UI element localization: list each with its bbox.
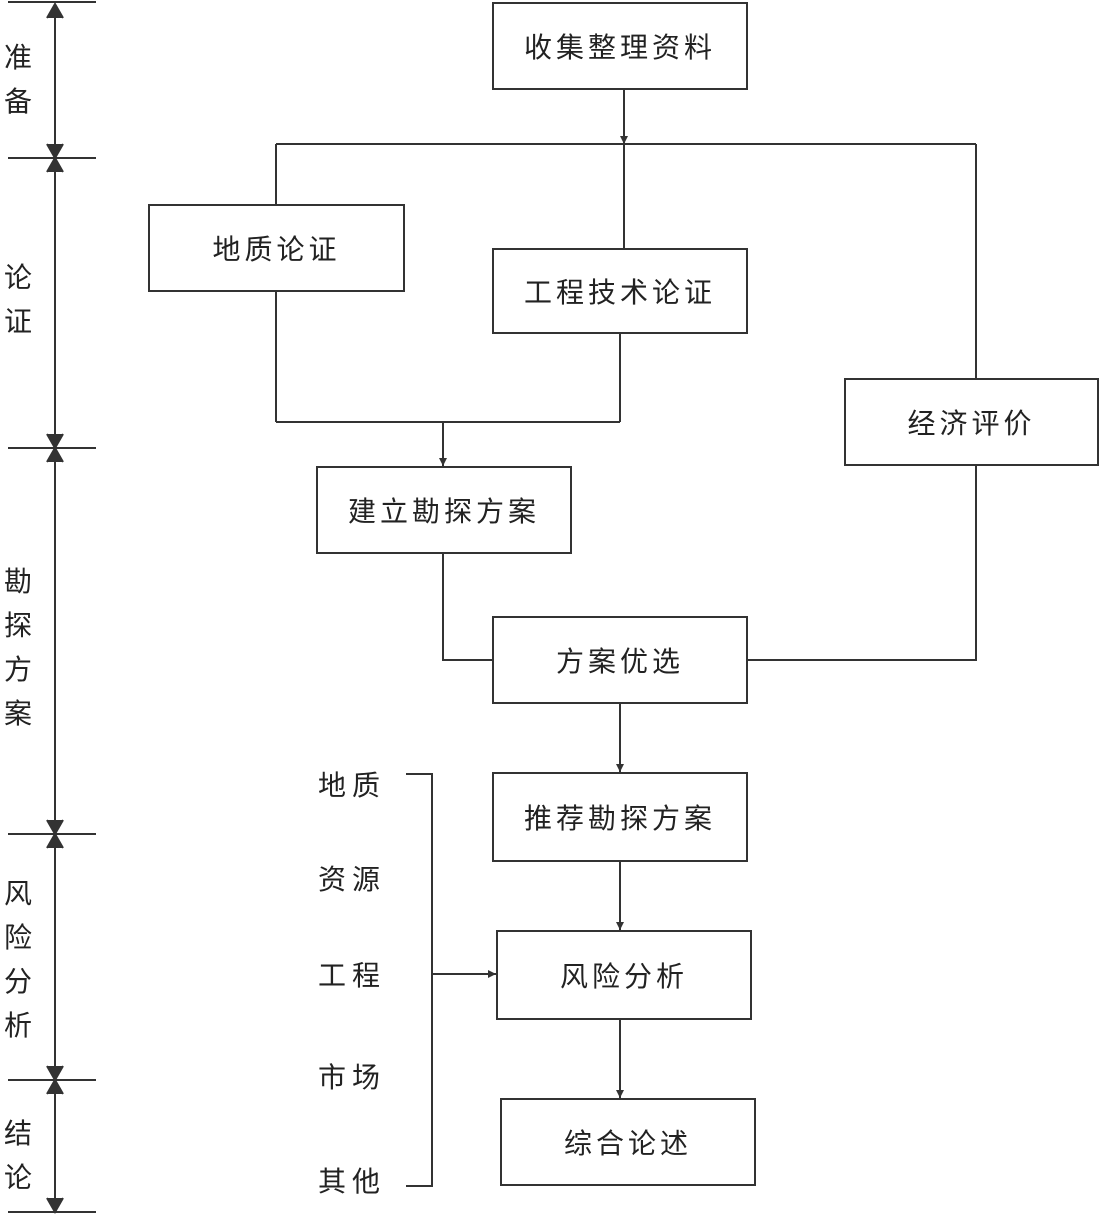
timeline-arrowhead (46, 1, 64, 19)
timeline-arrowhead (46, 1077, 64, 1095)
timeline-arrowhead (46, 445, 64, 463)
stage-label-char: 探 (3, 609, 32, 642)
box-comprehensive-summary: 综合论述 (500, 1098, 756, 1186)
stage-label-char: 险 (3, 921, 32, 954)
box-recommended-plan: 推荐勘探方案 (492, 772, 748, 862)
stage-label-char: 勘 (3, 565, 32, 598)
box-build-exploration-plan: 建立勘探方案 (316, 466, 572, 554)
box-engineering-proof: 工程技术论证 (492, 248, 748, 334)
risk-factor-geology: 地质 (318, 769, 387, 802)
risk-factor-other: 其他 (318, 1165, 387, 1198)
stage-label-char: 论 (3, 261, 32, 294)
stage-label-prepare: 准备 (2, 36, 34, 124)
box-plan-selection: 方案优选 (492, 616, 748, 704)
risk-factor-market: 市场 (318, 1061, 387, 1094)
timeline-arrowhead (46, 433, 64, 451)
timeline-arrowhead (46, 143, 64, 161)
stage-label-proof: 论证 (2, 256, 34, 344)
stage-label-char: 析 (3, 1009, 32, 1042)
risk-factor-resources: 资源 (318, 863, 387, 896)
timeline-arrowhead (46, 155, 64, 173)
timeline-arrowhead (46, 819, 64, 837)
stage-label-char: 备 (3, 85, 32, 118)
timeline-arrowhead (46, 831, 64, 849)
box-economic-evaluation: 经济评价 (844, 378, 1099, 466)
connector-build-to-select (442, 554, 492, 661)
stage-label-conclusion: 结论 (2, 1112, 34, 1200)
box-risk-analysis: 风险分析 (496, 930, 752, 1020)
stage-label-risk-analysis: 风险分析 (2, 872, 34, 1048)
stage-label-char: 准 (3, 41, 32, 74)
stage-label-exploration-plan: 勘探方案 (2, 560, 34, 736)
stage-label-char: 论 (3, 1161, 32, 1194)
risk-factor-bracket (406, 773, 433, 1187)
risk-factor-engineering: 工程 (318, 959, 387, 992)
connector-econ-to-select (748, 466, 977, 661)
stage-label-char: 风 (3, 877, 32, 910)
stage-label-char: 案 (3, 697, 32, 730)
box-geological-proof: 地质论证 (148, 204, 405, 292)
stage-label-char: 分 (3, 965, 32, 998)
timeline-arrowhead (46, 1197, 64, 1215)
stage-label-char: 结 (3, 1117, 32, 1150)
stage-label-char: 方 (3, 653, 32, 686)
stage-label-char: 证 (3, 305, 32, 338)
box-collect-data: 收集整理资料 (492, 2, 748, 90)
timeline-arrowhead (46, 1065, 64, 1083)
